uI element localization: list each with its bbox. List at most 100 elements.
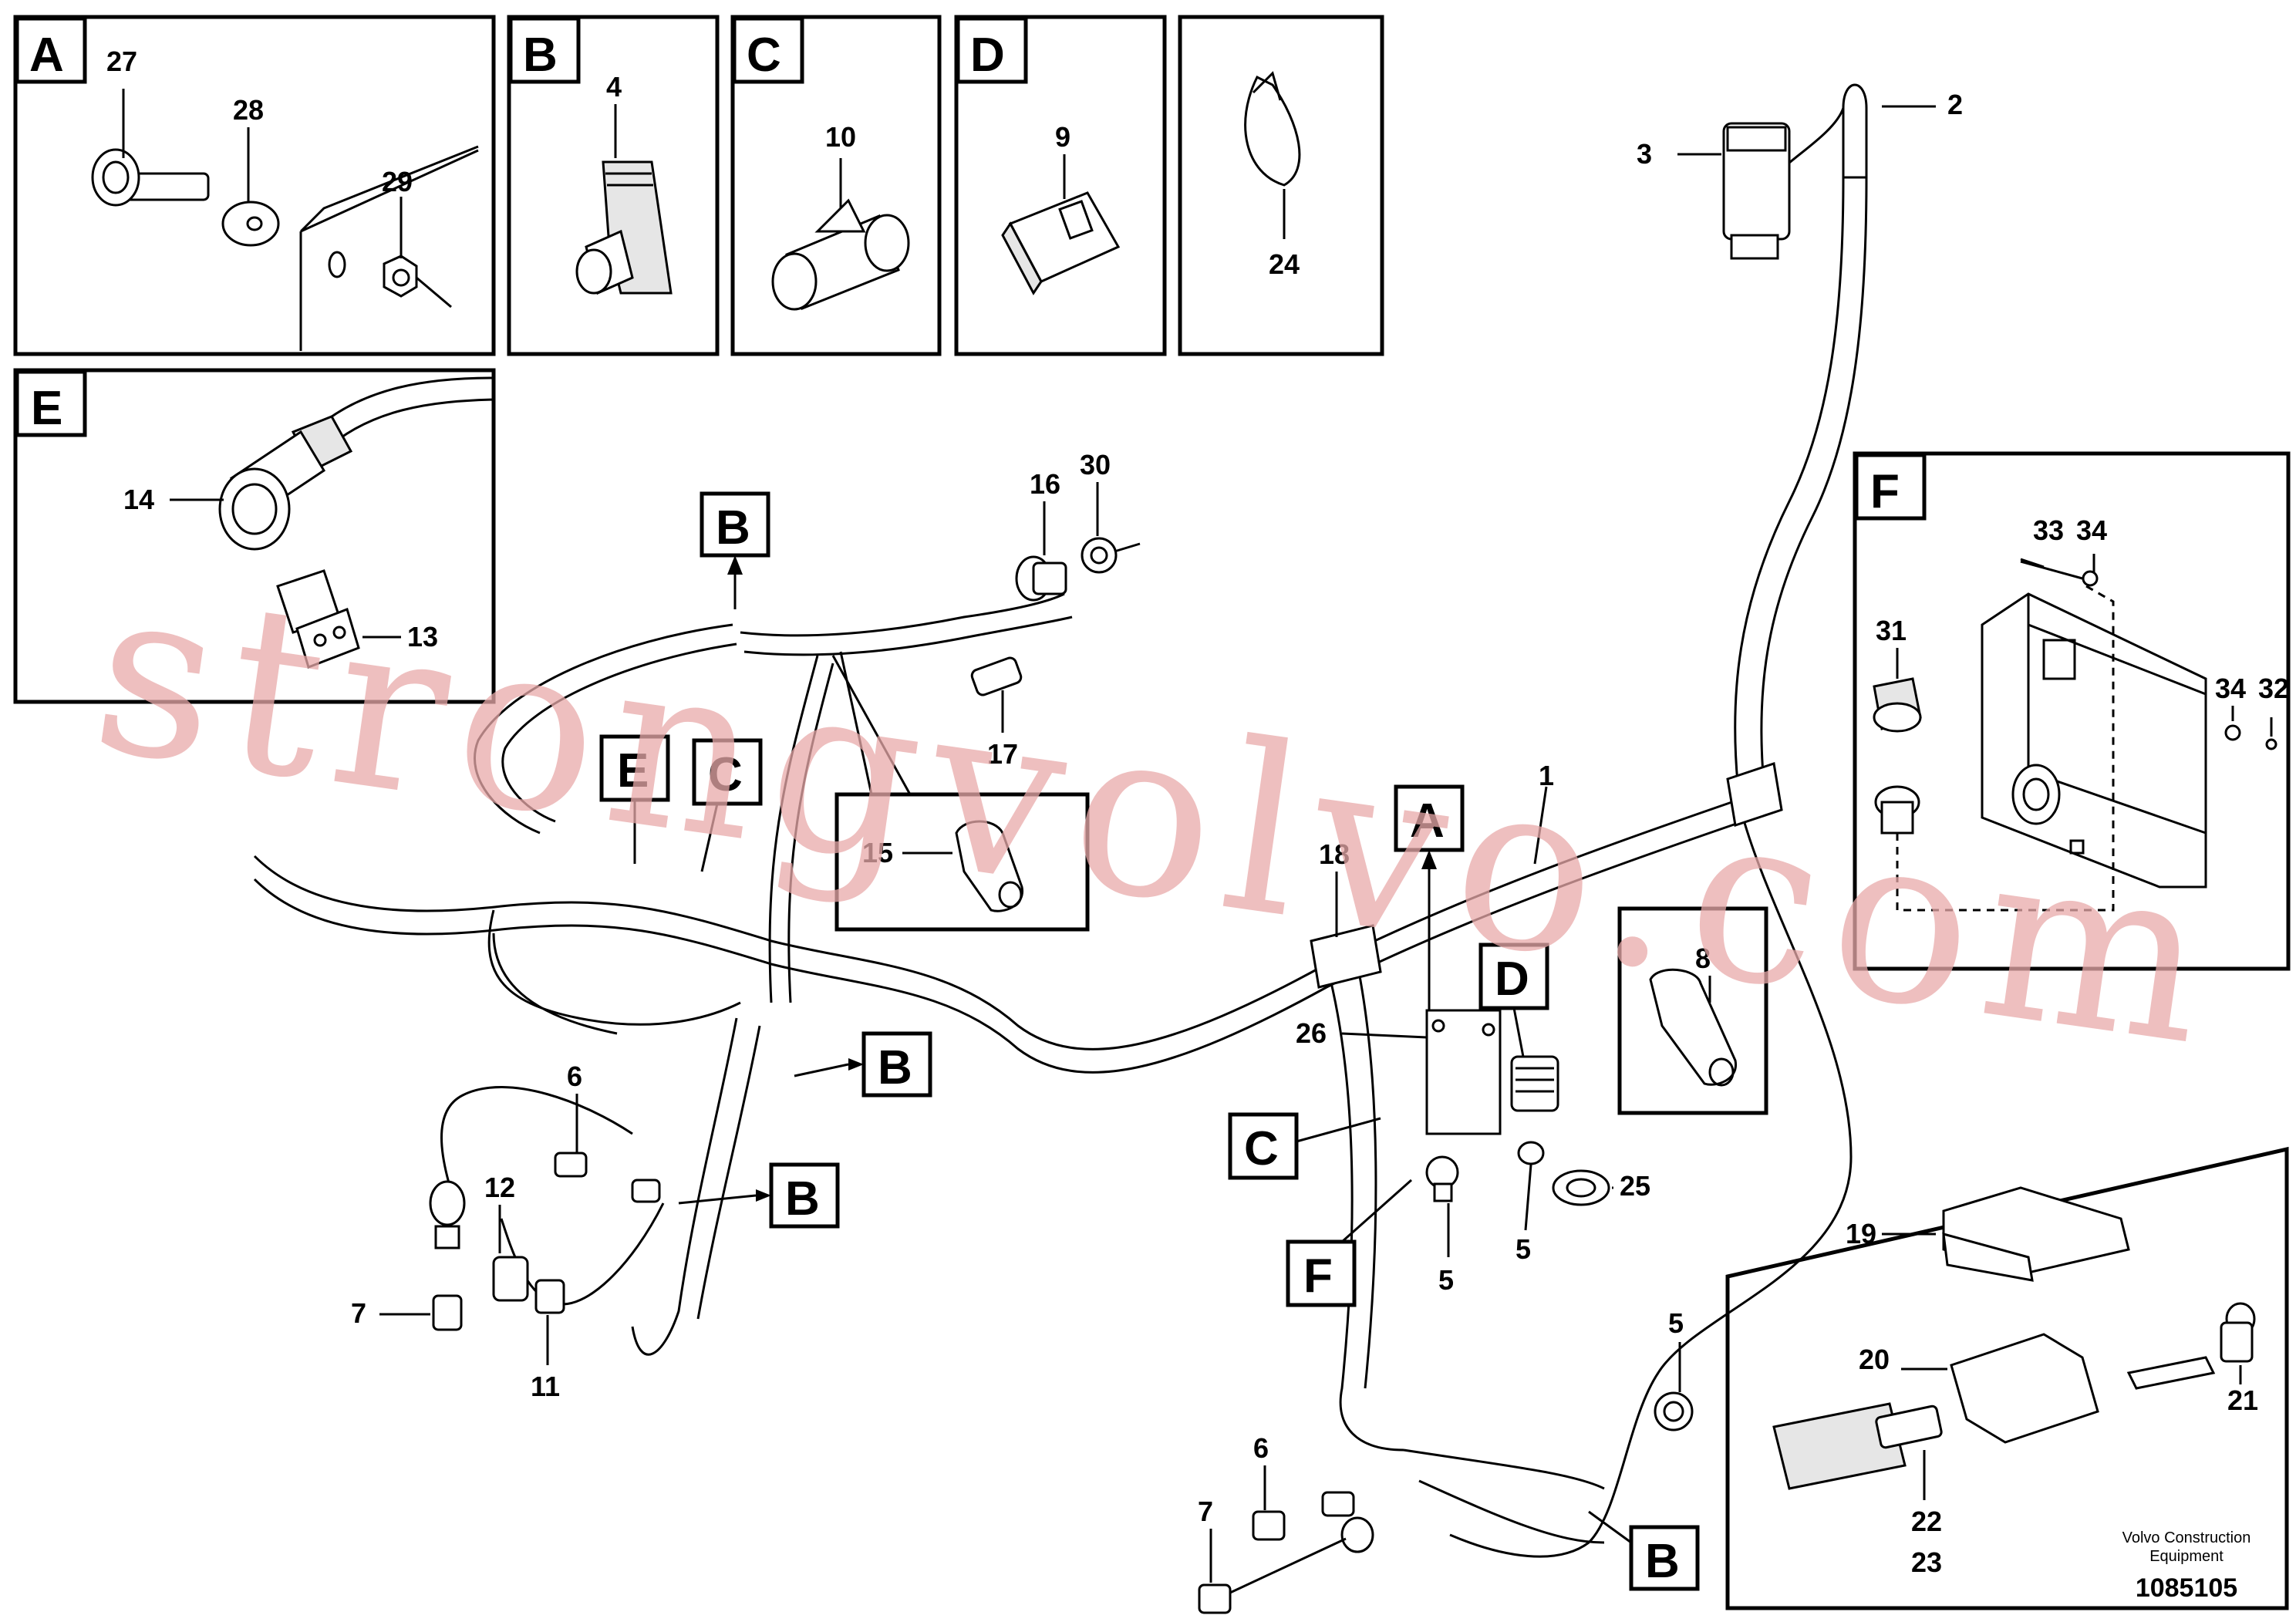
components [429,122,1791,1614]
tee-1-icon [1726,762,1783,827]
connector-6-left-icon [554,1152,661,1203]
callout-f: F [1286,1179,1412,1307]
svg-text:B: B [716,501,750,555]
label-10: 10 [825,121,856,153]
label-17: 17 [987,738,1018,770]
callout-b-bottom: B [1588,1510,1700,1591]
label-18: 18 [1319,838,1350,870]
panel-a: A 27 28 29 [13,15,496,356]
connector-d-icon [1510,1055,1559,1112]
callouts: B E C B B [599,491,1700,1591]
inset-connector-kit [1725,1146,2289,1610]
label-3: 3 [1637,138,1652,170]
sensor-7-right-icon [1198,1516,1374,1614]
label-5-mid: 5 [1515,1233,1531,1265]
connector-16-icon [1015,555,1067,602]
connector-housing-19-icon [1942,1186,2130,1282]
drawing-number: 1085105 [2136,1573,2237,1603]
connector-17-icon [970,656,1023,696]
callout-b-mid: B [794,1031,932,1098]
elbow-boot-4-icon [575,160,673,295]
label-6-right: 6 [1253,1432,1269,1464]
label-16: 16 [1030,468,1060,500]
callout-b-low: B [678,1162,840,1229]
svg-text:B: B [785,1172,820,1226]
label-15: 15 [862,837,893,868]
plate-26-icon [1425,1009,1502,1135]
sensor-5b-icon [1654,1391,1694,1431]
panel-d-tag: D [970,29,1005,82]
washer-28-icon [221,201,280,247]
label-20: 20 [1859,1344,1890,1375]
label-24: 24 [1269,248,1300,280]
label-5-right: 5 [1668,1307,1684,1339]
label-34-right: 34 [2215,673,2246,704]
label-11: 11 [531,1371,560,1402]
sensor-7-left-icon [429,1180,466,1331]
label-14: 14 [123,484,154,515]
footer: Volvo Construction Equipment 1085105 [2122,1529,2251,1603]
label-33: 33 [2033,514,2064,546]
label-29: 29 [382,166,413,197]
label-5-left: 5 [1438,1264,1454,1296]
panel-c-tag: C [747,29,781,82]
label-2: 2 [1947,89,1963,120]
label-28: 28 [233,94,264,126]
sleeve-8-icon [1617,906,1768,1115]
panel-b-tag: B [523,29,558,82]
svg-text:F: F [1303,1249,1333,1303]
part-labels: 2 3 1 16 30 17 15 18 8 26 25 5 5 5 6 12 … [351,89,2258,1583]
label-34-top: 34 [2076,514,2107,546]
svg-text:E: E [617,744,649,798]
callout-b-top: B [700,491,770,609]
svg-text:D: D [1495,953,1529,1006]
tee-18-icon [1310,924,1382,989]
mounting-bracket-icon [1981,592,2207,889]
label-25: 25 [1620,1170,1650,1202]
label-4: 4 [606,71,622,103]
grommet-25-icon [1552,1169,1610,1206]
label-12: 12 [484,1172,515,1203]
label-7-left: 7 [351,1297,366,1329]
label-21: 21 [2227,1384,2258,1416]
panel-f: F 33 34 31 34 32 [1853,451,2291,971]
panel-e-tag: E [31,382,62,435]
brand-line-2: Equipment [2149,1548,2224,1565]
sleeve-15-icon [834,792,1090,932]
hose-sleeve-14-icon [218,415,353,551]
tee-connector-10-icon [771,198,910,311]
terminal-21-icon [2126,1302,2256,1390]
connector-12-icon [492,1256,529,1302]
svg-text:B: B [1645,1535,1680,1588]
callout-d: D [1478,943,1549,1057]
watermark: strongvolvo.com [80,534,2236,1098]
cable-tie-24-icon [1244,71,1301,187]
label-26: 26 [1296,1017,1327,1049]
svg-text:C: C [708,748,743,801]
relay-3-icon [1722,122,1791,260]
callout-e: E [599,734,670,864]
sensor-5-icon [1425,1141,1545,1202]
connector-31-icon [1873,677,1922,835]
panel-d: D 9 [954,15,1167,356]
nut-29-icon [383,255,452,309]
callout-a: A [1394,784,1465,1010]
svg-text:B: B [878,1041,912,1094]
label-32: 32 [2258,673,2289,704]
panel-c: C 10 [730,15,942,356]
callout-c-right: C [1228,1112,1381,1180]
svg-text:A: A [1410,794,1445,848]
label-9: 9 [1055,121,1070,153]
label-19: 19 [1846,1218,1876,1249]
callout-c-left: C [692,738,763,872]
sensor-connector-13-icon [276,569,360,669]
bolt-27-icon [91,148,210,207]
label-7-right: 7 [1198,1496,1213,1527]
panel-f-tag: F [1870,465,1900,518]
label-27: 27 [106,46,137,77]
panel-a-tag: A [29,29,64,82]
label-8: 8 [1695,943,1711,974]
label-23: 23 [1911,1546,1942,1578]
label-30: 30 [1080,449,1111,481]
